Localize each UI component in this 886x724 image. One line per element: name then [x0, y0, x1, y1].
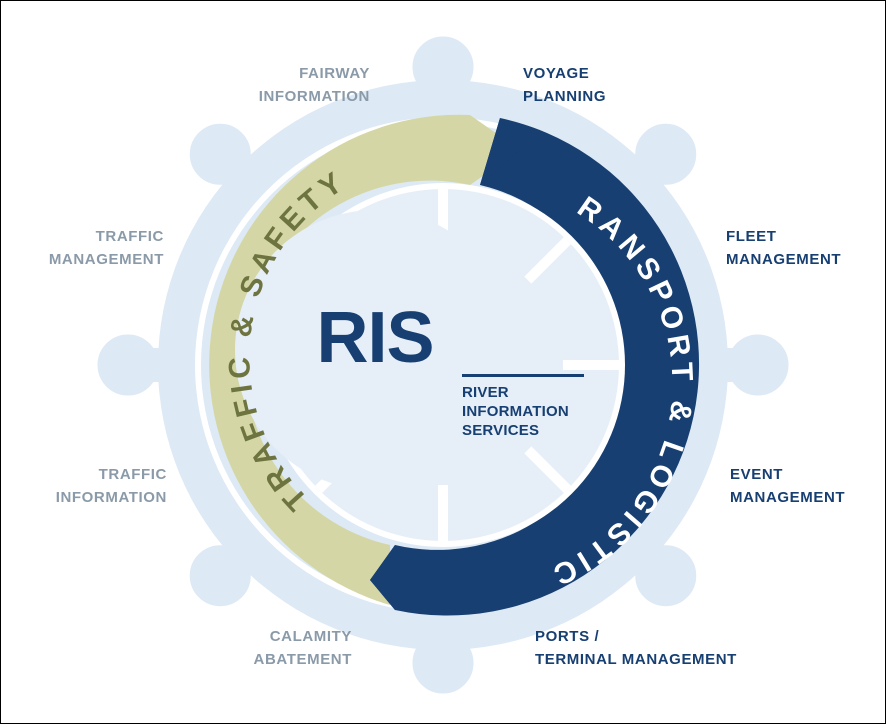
- ris-subtitle-line-1: RIVER: [462, 384, 509, 401]
- traffic-management-line-1: TRAFFIC: [95, 228, 164, 245]
- ports-line-1: PORTS /: [535, 628, 600, 645]
- event-line-1: EVENT: [730, 466, 784, 483]
- label-traffic-information: TRAFFIC INFORMATION: [10, 463, 167, 509]
- label-traffic-management: TRAFFIC MANAGEMENT: [10, 225, 164, 271]
- ports-line-2: TERMINAL MANAGEMENT: [535, 651, 737, 668]
- ris-subtitle: RIVER INFORMATION SERVICES: [462, 383, 569, 440]
- ris-title: RIS: [316, 298, 434, 378]
- inner-spoke: [524, 237, 571, 284]
- transport-arc-arrowhead: [480, 118, 520, 185]
- label-ports-terminal-management: PORTS / TERMINAL MANAGEMENT: [535, 625, 737, 671]
- label-voyage-planning: VOYAGE PLANNING: [523, 62, 606, 108]
- event-line-2: MANAGEMENT: [730, 489, 846, 506]
- traffic-arc-arrowhead: [370, 545, 395, 610]
- label-event-management: EVENT MANAGEMENT: [730, 463, 845, 509]
- ris-subtitle-line-3: SERVICES: [462, 422, 540, 439]
- traffic-safety-arc: [209, 114, 520, 605]
- wheel-handle-knob: [97, 334, 159, 396]
- calamity-line-1: CALAMITY: [269, 628, 352, 645]
- wheel-handle-knob: [189, 545, 251, 607]
- ris-subtitle-line-2: INFORMATION: [462, 403, 569, 420]
- label-fleet-management: FLEET MANAGEMENT: [726, 225, 841, 271]
- wheel-handle-knob: [189, 123, 251, 185]
- voyage-line-2: PLANNING: [523, 88, 607, 105]
- transport-logistics-arc: [370, 118, 700, 616]
- wheel-handle-knob: [635, 545, 697, 607]
- ris-divider: [462, 374, 584, 377]
- fleet-line-2: MANAGEMENT: [726, 251, 842, 268]
- traffic-management-line-2: MANAGEMENT: [48, 251, 164, 268]
- wheel-handle-knob: [635, 123, 697, 185]
- label-fairway-information: FAIRWAY INFORMATION: [225, 62, 370, 108]
- wheel-handle-knob: [727, 334, 789, 396]
- inner-spoke: [524, 446, 571, 493]
- center-hub: [235, 210, 515, 490]
- voyage-line-1: VOYAGE: [523, 65, 590, 82]
- fleet-line-1: FLEET: [726, 228, 777, 245]
- calamity-line-2: ABATEMENT: [253, 651, 352, 668]
- traffic-information-line-2: INFORMATION: [55, 489, 167, 506]
- traffic-information-line-1: TRAFFIC: [98, 466, 167, 483]
- fairway-line-1: FAIRWAY: [299, 65, 370, 82]
- label-calamity-abatement: CALAMITY ABATEMENT: [200, 625, 352, 671]
- fairway-line-2: INFORMATION: [258, 88, 370, 105]
